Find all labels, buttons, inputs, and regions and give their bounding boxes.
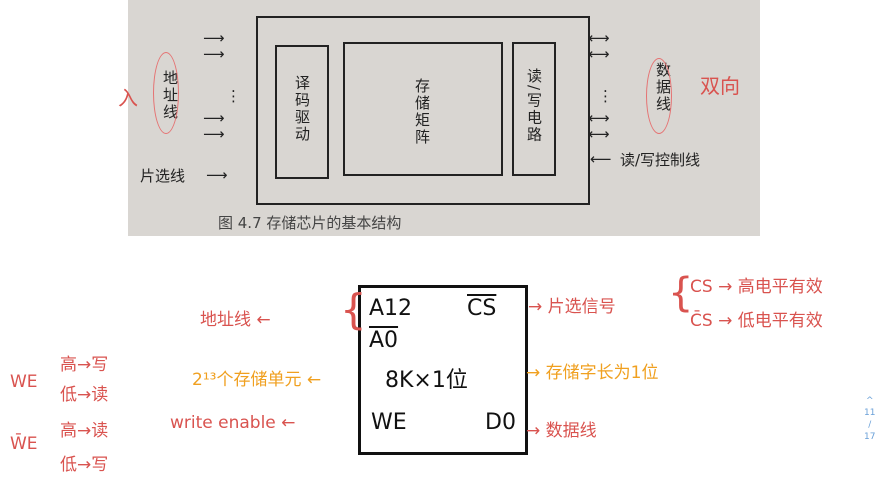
address-arrows: ⟶⟶⟶⟶	[203, 29, 225, 143]
matrix-label: 存储矩阵	[413, 78, 431, 146]
annotation-bidirectional: 双向	[700, 74, 740, 98]
rw-circuit-block: 读/写电路	[512, 42, 556, 176]
note-data-lines: → 数据线	[526, 421, 597, 441]
nwe-label: W̄E	[10, 434, 38, 454]
note-write-enable: write enable ←	[170, 413, 296, 433]
nwe-high: 高→读	[60, 421, 109, 441]
pin-d0: D0	[485, 410, 516, 435]
we-high: 高→写	[60, 355, 109, 375]
decoder-label: 译码驱动	[293, 75, 311, 143]
arrow-icon: ⟵	[590, 150, 612, 168]
note-cs-high: CS → 高电平有效	[690, 277, 823, 297]
rw-control-label: 读/写控制线	[620, 151, 701, 169]
capacity: 8K×1位	[385, 368, 468, 393]
note-address-lines: 地址线 ←	[200, 310, 271, 330]
data-arrows: ⟷⟷⟷⟷	[588, 29, 610, 143]
decoder-block: 译码驱动	[275, 45, 329, 179]
caption: 图 4.7 存储芯片的基本结构	[218, 214, 402, 232]
note-chip-select: → 片选信号	[528, 297, 616, 317]
textbook-photo: 译码驱动 存储矩阵 读/写电路 地址线 入 ⋮ 数据线 双向 ⋮ 片选线 ⟶ 读…	[118, 0, 760, 236]
arrow-icon: ⟶	[206, 166, 228, 184]
brace: {	[668, 270, 694, 316]
pin-cs: CS	[467, 296, 497, 321]
matrix-block: 存储矩阵	[343, 42, 503, 176]
ellipsis: ⋮	[226, 87, 241, 105]
chip-outline	[256, 16, 590, 205]
chip-select-label: 片选线	[140, 167, 186, 185]
rw-circuit-label: 读/写电路	[525, 68, 543, 144]
chip-symbol: A12 A0 CS 8K×1位 WE D0	[358, 285, 528, 455]
chevron-up-icon[interactable]: ^	[865, 396, 874, 406]
pin-we: WE	[371, 410, 407, 435]
pin-a12: A12	[369, 296, 413, 321]
highlight-circle	[153, 52, 179, 134]
we-low: 低→读	[60, 385, 109, 405]
page-current: 11	[864, 408, 876, 418]
page-total: 17	[864, 432, 876, 442]
ellipsis: ⋮	[598, 87, 613, 105]
page-indicator[interactable]: ^ 11 / 17	[864, 396, 876, 442]
nwe-low: 低→写	[60, 455, 109, 475]
annotation-in: 入	[118, 86, 138, 110]
we-label: WE	[10, 372, 38, 392]
brace: {	[340, 285, 367, 334]
note-cs-low: C̄S → 低电平有效	[690, 311, 823, 331]
highlight-circle	[646, 58, 672, 134]
note-cells: 2¹³个存储单元 ←	[192, 370, 322, 390]
note-word-length: → 存储字长为1位	[526, 363, 659, 383]
pin-a0: A0	[369, 328, 399, 353]
